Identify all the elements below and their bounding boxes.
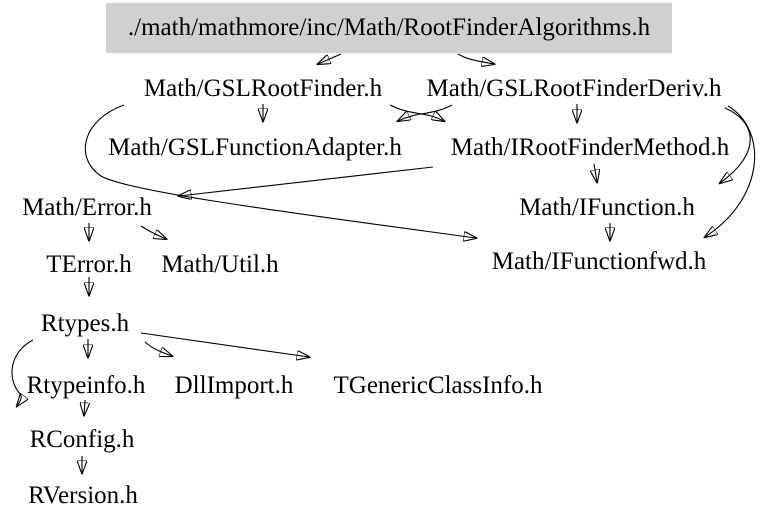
- node-irootfindermethod[interactable]: Math/IRootFinderMethod.h: [450, 134, 730, 161]
- node-gslfunctionadapter[interactable]: Math/GSLFunctionAdapter.h: [108, 134, 402, 161]
- node-error[interactable]: Math/Error.h: [22, 194, 152, 221]
- edge-irootfindermethod-to-error: [179, 166, 434, 196]
- edge-rtypes-to-rconfig: [11, 339, 34, 406]
- node-tgenericclassinfo[interactable]: TGenericClassInfo.h: [333, 372, 543, 399]
- node-rootfinderalgorithms-label: ./math/mathmore/inc/Math/RootFinderAlgor…: [127, 14, 651, 41]
- node-dllimport[interactable]: DllImport.h: [174, 372, 294, 399]
- edge-gslrootfinderderiv-to-ifunction: [720, 107, 751, 183]
- edge-root-to-gslrootfinderderiv: [457, 53, 494, 64]
- node-rtypeinfo[interactable]: Rtypeinfo.h: [26, 372, 146, 399]
- edge-gslrootfinderderiv-to-gslfunctionadapter: [398, 104, 453, 121]
- edge-root-to-gslrootfinder: [318, 53, 342, 64]
- edge-gslrootfinder-to-ifunctionfwd: [84, 104, 476, 238]
- node-rversion[interactable]: RVersion.h: [28, 482, 138, 509]
- node-ifunctionfwd[interactable]: Math/IFunctionfwd.h: [491, 248, 707, 275]
- node-rootfinderalgorithms: ./math/mathmore/inc/Math/RootFinderAlgor…: [106, 3, 672, 53]
- node-rconfig[interactable]: RConfig.h: [29, 426, 135, 453]
- edge-rtypes-to-dllimport: [144, 341, 172, 356]
- node-gslrootfinder[interactable]: Math/GSLRootFinder.h: [143, 75, 383, 102]
- node-ifunction[interactable]: Math/IFunction.h: [519, 194, 695, 221]
- edge-error-to-util: [140, 225, 166, 239]
- edge-gslrootfinderderiv-to-ifunctionfwd: [705, 105, 756, 237]
- node-gslrootfinderderiv[interactable]: Math/GSLRootFinderDeriv.h: [426, 75, 722, 102]
- edge-rtypes-to-tgenericclassinfo: [140, 332, 309, 357]
- node-util[interactable]: Math/Util.h: [161, 251, 279, 278]
- edge-irootfindermethod-to-ifunction: [594, 163, 597, 182]
- edge-gslrootfinder-to-irootfindermethod: [389, 104, 444, 121]
- node-terror[interactable]: TError.h: [46, 251, 132, 278]
- edge-rtypeinfo-to-rconfig: [84, 399, 85, 415]
- node-rtypes[interactable]: Rtypes.h: [40, 310, 130, 337]
